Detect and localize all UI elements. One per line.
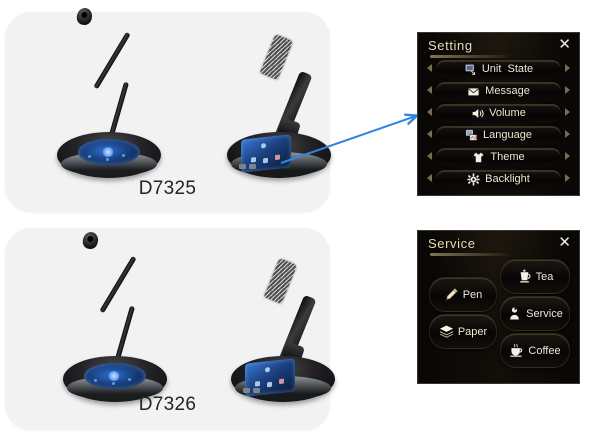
mic-stem-upper [93, 31, 131, 90]
mic-capsule-icon [75, 6, 94, 27]
product-card-d7325: D7325 [5, 6, 331, 212]
service-button-label: Service [526, 307, 563, 320]
mic-button [243, 388, 250, 393]
setting-item-label: Message [485, 85, 530, 97]
mic-stem-upper [99, 255, 137, 314]
display-icon [279, 378, 284, 385]
paper-stack-icon [439, 325, 453, 338]
theme-shirt-icon [473, 151, 485, 163]
title-underline [430, 55, 510, 58]
display-icon [275, 154, 280, 161]
chevron-right-icon [565, 130, 570, 138]
setting-item-label: Theme [490, 151, 525, 163]
title-underline [430, 253, 510, 256]
product-label-d7326: D7326 [138, 394, 197, 415]
mic-grille [263, 257, 298, 305]
mic-grille [259, 33, 294, 81]
chevron-left-icon [427, 130, 432, 138]
display-icon [261, 143, 266, 149]
service-button-coffee[interactable]: Coffee [500, 333, 570, 368]
language-icon: A 文 [465, 129, 478, 141]
display-dot [106, 158, 109, 161]
backlight-sun-icon [467, 172, 480, 186]
chevron-left-icon [427, 152, 432, 160]
product-card-d7326: D7326 [5, 228, 335, 430]
close-icon[interactable]: ✕ [558, 36, 571, 53]
unit-state-icon [465, 63, 475, 75]
setting-item-language[interactable]: A 文 Language [426, 125, 571, 145]
coffee-cup-icon [510, 343, 523, 357]
chevron-right-icon [565, 86, 570, 94]
mic-button [239, 164, 246, 169]
service-button-tea[interactable]: Tea [500, 259, 570, 294]
chevron-right-icon [565, 108, 570, 116]
pill-background [436, 82, 561, 101]
display-dot [112, 382, 115, 385]
service-button-pen[interactable]: Pen [429, 277, 497, 312]
display-icon [251, 157, 256, 163]
display-icon [255, 381, 260, 387]
display-icon [267, 381, 272, 388]
setting-item-label: Backlight [485, 173, 530, 185]
teapot-icon [519, 269, 531, 283]
display-dot [88, 155, 91, 158]
setting-item-unit-state[interactable]: Unit State [426, 59, 571, 79]
chevron-left-icon [427, 174, 432, 182]
mic-button [253, 388, 260, 393]
chevron-right-icon [565, 174, 570, 182]
setting-menu-list: Unit State Message [426, 59, 571, 191]
setting-item-backlight[interactable]: Backlight [426, 169, 571, 189]
setting-item-label: Unit State [481, 63, 534, 75]
display-dot [94, 379, 97, 382]
svg-text:A: A [471, 135, 474, 140]
mic-capsule-icon [81, 230, 100, 251]
product-label-d7325: D7325 [138, 178, 197, 199]
service-button-paper[interactable]: Paper [429, 314, 497, 349]
setting-item-theme[interactable]: Theme [426, 147, 571, 167]
mic-button [249, 164, 256, 169]
chevron-right-icon [565, 64, 570, 72]
display-dot [122, 154, 125, 157]
service-panel-title: Service [428, 236, 476, 251]
chevron-left-icon [427, 108, 432, 116]
setting-item-message[interactable]: Message [426, 81, 571, 101]
chevron-right-icon [565, 152, 570, 160]
service-button-label: Tea [535, 270, 554, 283]
setting-panel-title: Setting [428, 38, 473, 53]
pill-background [436, 148, 561, 167]
service-button-service[interactable]: Service [500, 296, 570, 331]
service-button-label: Pen [462, 288, 483, 301]
service-button-grid: Pen Paper Tea [418, 255, 579, 383]
pencil-icon [445, 288, 458, 302]
mic-display [84, 363, 146, 389]
chevron-left-icon [427, 86, 432, 94]
display-glow [108, 371, 120, 381]
service-button-label: Coffee [528, 344, 561, 357]
close-icon[interactable]: ✕ [558, 234, 571, 251]
display-icon [265, 367, 270, 373]
setting-item-volume[interactable]: Volume [426, 103, 571, 123]
message-envelope-icon [468, 87, 480, 96]
svg-text:文: 文 [474, 134, 478, 141]
setting-screen-panel: Setting ✕ Unit State [417, 32, 580, 196]
mic-display [78, 139, 140, 165]
setting-item-label: Language [483, 129, 532, 141]
service-screen-panel: Service ✕ Pen Paper [417, 230, 580, 384]
service-button-label: Paper [457, 325, 488, 338]
waiter-person-icon [510, 307, 519, 320]
pill-background [436, 104, 561, 123]
pill-background [436, 170, 561, 189]
setting-item-label: Volume [489, 107, 526, 119]
display-glow [102, 147, 114, 157]
display-icon [263, 157, 268, 164]
chevron-left-icon [427, 64, 432, 72]
display-dot [128, 378, 131, 381]
volume-speaker-icon [472, 108, 484, 118]
